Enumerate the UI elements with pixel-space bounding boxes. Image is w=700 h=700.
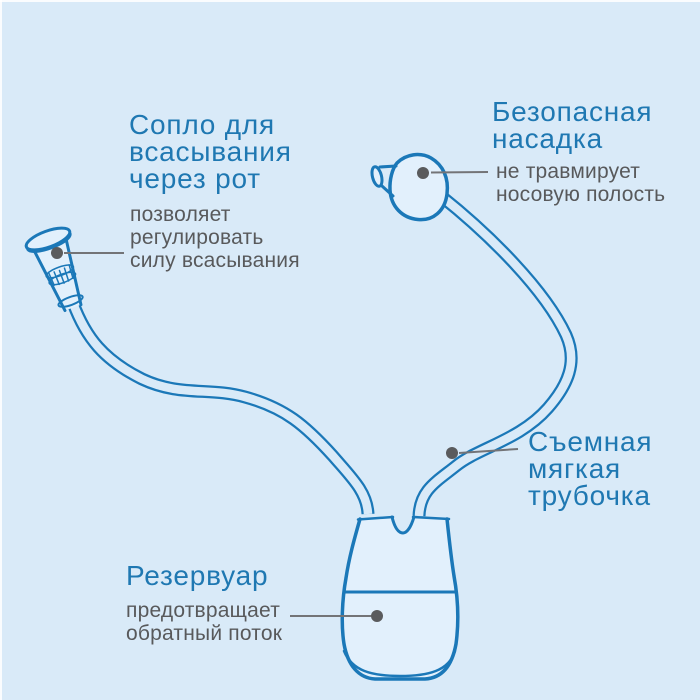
title-line: всасывания xyxy=(129,136,292,167)
callout-dot-tube xyxy=(446,447,458,459)
reservoir-body-outline xyxy=(340,517,460,681)
callouts xyxy=(51,167,519,622)
suction-tube-right-drawing xyxy=(412,190,578,517)
desc-line: обратный поток xyxy=(126,622,283,645)
callout-dot-reservoir xyxy=(371,610,383,622)
suction-tube-left-drawing xyxy=(66,300,375,515)
label-reservoir-desc: предотвращает обратный поток xyxy=(126,599,282,645)
title-line: насадка xyxy=(492,123,603,154)
canvas-edge-left xyxy=(0,0,2,700)
desc-line: позволяет xyxy=(130,203,231,226)
reservoir-drawing xyxy=(340,515,460,681)
label-mouthpiece: Сопло для всасывания через рот xyxy=(129,109,292,194)
leader-line-tube xyxy=(458,448,519,454)
title-line: Безопасная xyxy=(492,96,653,127)
desc-line: предотвращает xyxy=(126,599,281,622)
leader-line-nozzle xyxy=(430,171,489,174)
mouthpiece-rim-bottom xyxy=(26,232,72,253)
label-nozzle-desc-block: не травмирует носовую полость xyxy=(496,160,665,206)
label-mouthpiece-desc: позволяет регулировать силу всасывания xyxy=(130,203,300,272)
label-tube: Съемная мягкая трубочка xyxy=(528,426,653,511)
label-tube-title: Съемная мягкая трубочка xyxy=(528,426,653,511)
reservoir-inner-bottom xyxy=(342,649,457,678)
label-reservoir-title: Резервуар xyxy=(126,560,269,591)
callout-dot-mouthpiece xyxy=(51,247,63,259)
reservoir-neck-saddle xyxy=(390,515,416,535)
desc-line: не травмирует xyxy=(496,160,641,183)
nozzle-spout-tip xyxy=(370,165,384,188)
label-nozzle-title: Безопасная насадка xyxy=(492,96,653,154)
title-line: Сопло для xyxy=(129,109,275,140)
reservoir-neck-joint-right xyxy=(411,515,451,521)
reservoir-neck-joint-left xyxy=(356,515,395,521)
callout-dot-nozzle xyxy=(417,167,429,179)
label-nozzle: Безопасная насадка xyxy=(492,96,653,154)
title-line: Резервуар xyxy=(126,560,269,591)
label-nozzle-desc: не травмирует носовую полость xyxy=(496,160,665,206)
nozzle-drawing xyxy=(370,152,450,222)
mouthpiece-joint-ring xyxy=(57,294,84,308)
desc-line: силу всасывания xyxy=(130,249,300,272)
label-mouthpiece-title: Сопло для всасывания через рот xyxy=(129,109,292,194)
mouthpiece-grip-hatching xyxy=(47,264,74,286)
nozzle-spout-sides xyxy=(378,164,398,198)
label-mouthpiece-desc-block: позволяет регулировать силу всасывания xyxy=(130,203,300,272)
label-reservoir-desc-block: предотвращает обратный поток xyxy=(126,599,282,645)
title-line: мягкая xyxy=(528,453,622,484)
desc-line: носовую полость xyxy=(496,183,666,206)
title-line: Съемная xyxy=(528,426,653,457)
canvas-edge-top xyxy=(0,0,700,2)
mouthpiece-drawing xyxy=(24,226,84,313)
nozzle-bulb xyxy=(388,152,450,222)
title-line: трубочка xyxy=(528,480,651,511)
desc-line: регулировать xyxy=(130,226,264,249)
title-line: через рот xyxy=(129,163,261,194)
label-reservoir: Резервуар xyxy=(126,560,269,591)
